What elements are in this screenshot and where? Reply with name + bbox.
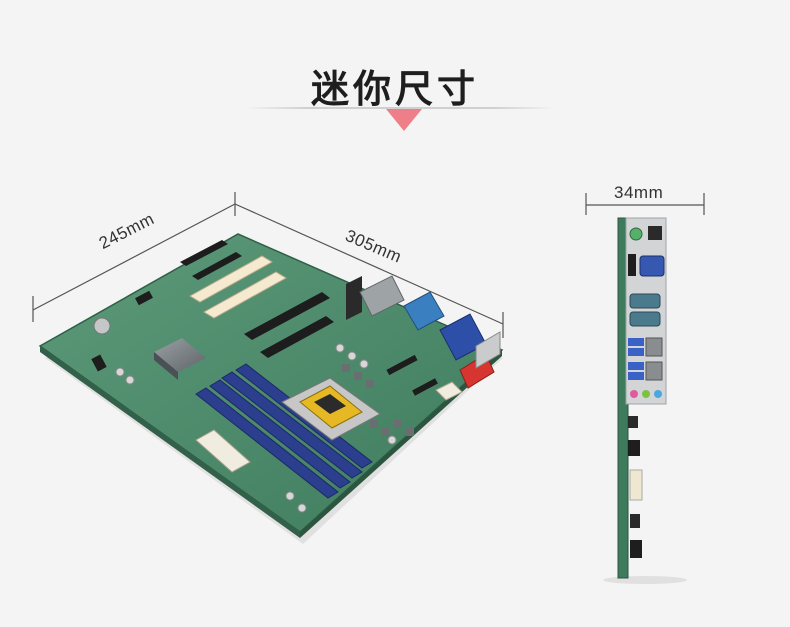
title-underline — [245, 107, 555, 109]
rear-io — [346, 275, 501, 389]
pcie-black-slots — [180, 240, 334, 358]
headers — [91, 290, 438, 396]
chipset-heatsink — [154, 338, 206, 380]
page-title: 迷你尺寸 — [310, 67, 479, 111]
capacitors — [115, 343, 397, 513]
height-dimension-line — [585, 193, 705, 215]
width-dimension-line — [234, 203, 504, 338]
pcie-white-slots — [189, 255, 287, 319]
atx-power-connector — [195, 429, 251, 473]
vrm-components — [342, 364, 414, 436]
cpu-power-connector — [435, 381, 463, 401]
cmos-battery — [93, 317, 111, 335]
height-dimension-label: 34mm — [614, 183, 664, 202]
title-down-arrow-icon — [386, 109, 422, 131]
cpu-socket — [281, 377, 381, 441]
